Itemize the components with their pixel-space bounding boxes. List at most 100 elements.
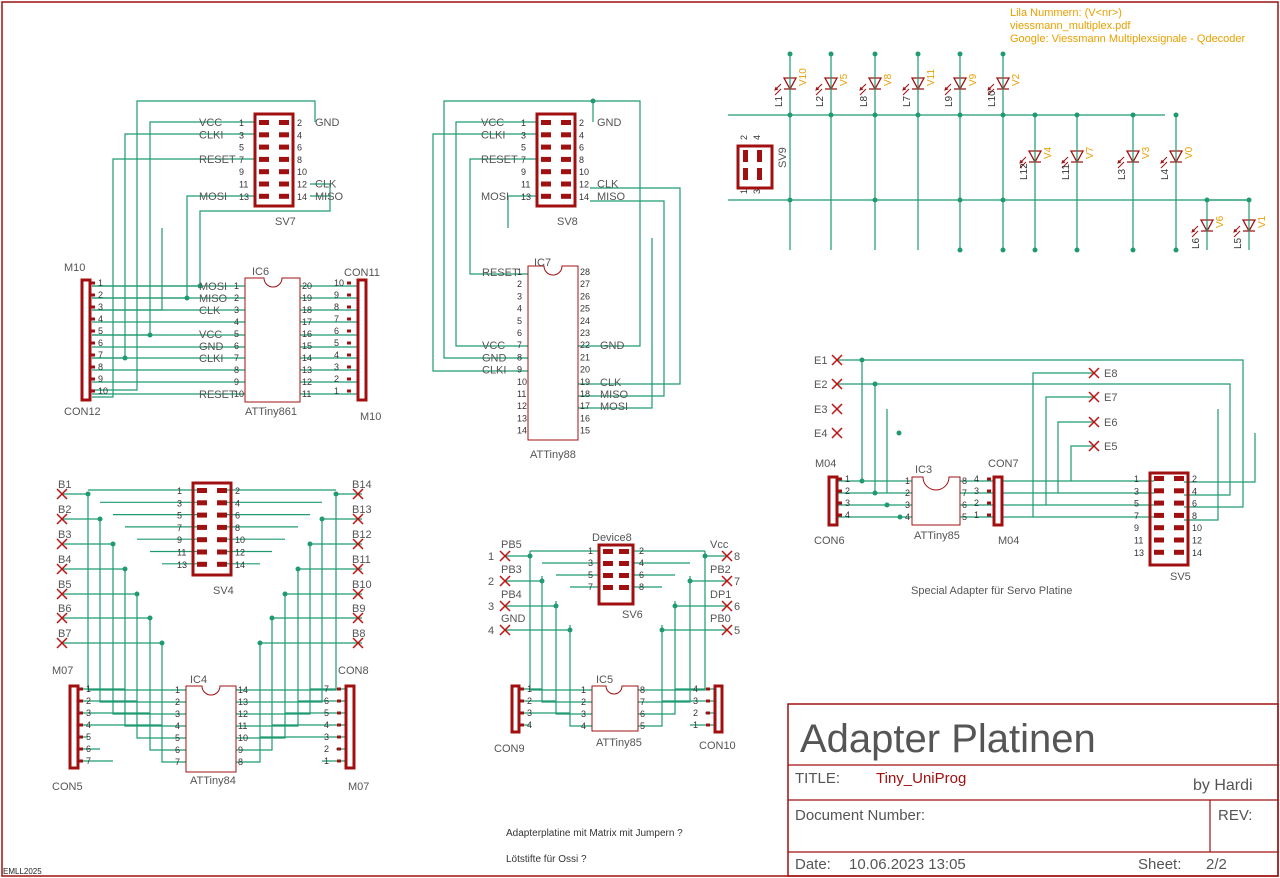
- pin-bar: [520, 723, 524, 727]
- pin-bar: [79, 735, 83, 739]
- con5-top: M07: [52, 665, 73, 677]
- junction-dot: [282, 591, 288, 597]
- pin-number: 19: [580, 377, 590, 387]
- pin-bar: [706, 687, 710, 691]
- signal-label: GND: [315, 117, 340, 129]
- junction-dot: [319, 516, 325, 522]
- pin-number: 4: [693, 684, 698, 694]
- pin-bar: [279, 132, 289, 138]
- pin-bar: [561, 156, 571, 162]
- signal-label: GND: [199, 341, 224, 353]
- servo-block: M04 CON6 CON7 M04 IC3 ATTiny85 SV5 12344…: [814, 354, 1256, 583]
- junction-dot: [307, 541, 313, 547]
- pin-bar: [561, 181, 571, 187]
- pin-bar: [541, 120, 551, 125]
- pin-bar: [259, 193, 269, 199]
- pin-number: 5: [962, 512, 967, 522]
- pin-number: 4: [234, 317, 239, 327]
- pin-bar: [279, 156, 289, 162]
- led-value: V3: [1141, 146, 1152, 159]
- con7-name: CON7: [988, 458, 1019, 470]
- led-value: V6: [1215, 215, 1226, 228]
- pin-number: 9: [177, 535, 182, 545]
- pin-number: 1: [239, 118, 244, 128]
- junction-dot: [567, 627, 573, 633]
- pin-number: 2: [845, 486, 850, 496]
- pin-number: 7: [521, 155, 526, 165]
- pin-number: 3: [581, 709, 586, 719]
- net-number: 7: [734, 576, 740, 588]
- pin-number: 5: [234, 329, 239, 339]
- junction-dot: [787, 112, 793, 118]
- con9-body: [510, 684, 521, 734]
- date-value: 10.06.2023 13:05: [849, 856, 966, 873]
- wire: [837, 359, 863, 481]
- pin-bar: [603, 561, 613, 566]
- pin-number: 11: [1134, 536, 1143, 546]
- con11-body: [356, 278, 368, 402]
- pin-number: 13: [517, 413, 527, 423]
- pin-number: 12: [297, 180, 307, 190]
- bus-label: B7: [58, 628, 71, 640]
- con6-body: [827, 475, 839, 527]
- signal-label: CLK: [597, 179, 619, 191]
- led-value: V1: [1257, 215, 1268, 228]
- pin-number: 6: [962, 500, 967, 510]
- pin-bar: [1174, 512, 1184, 518]
- pin-bar: [1154, 488, 1164, 494]
- junction-dot: [553, 603, 559, 609]
- con8-body: [344, 684, 356, 770]
- pin-number: 2: [693, 708, 698, 718]
- pin-bar: [520, 699, 524, 703]
- no-connect-mark: [56, 563, 68, 575]
- led-label: L10: [987, 90, 998, 107]
- pin-bar: [541, 144, 551, 150]
- pin-bar: [619, 573, 629, 578]
- pin-number: 4: [905, 512, 910, 522]
- pin-number: 1: [588, 546, 593, 556]
- pin-number: 7: [234, 353, 239, 363]
- pin-number: 1: [693, 720, 698, 730]
- title-label: TITLE:: [795, 770, 840, 787]
- pin-bar: [1174, 549, 1184, 555]
- pin-number: 8: [334, 302, 339, 312]
- sv5-header: [1148, 471, 1190, 567]
- pin-number: 6: [639, 570, 644, 580]
- pin-number: 2: [234, 293, 239, 303]
- pin-number: 4: [324, 720, 329, 730]
- led-label: L5: [1233, 237, 1244, 249]
- pin-number: 1: [845, 474, 850, 484]
- pin-number: 6: [98, 338, 103, 348]
- con8-name: CON8: [338, 665, 369, 677]
- pin-number: 17: [302, 317, 312, 327]
- pin-number: 1: [324, 756, 329, 766]
- pin-bar: [279, 169, 289, 175]
- led-value: V9: [968, 73, 979, 86]
- signal-label: MOSI: [199, 281, 227, 293]
- pin-number: 4: [175, 721, 180, 731]
- led-label: L9: [944, 95, 955, 107]
- pin-bar: [79, 723, 83, 727]
- pin-number: 10: [517, 377, 527, 387]
- pin-number: 12: [235, 548, 245, 558]
- signal-label: VCC: [199, 329, 222, 341]
- junction-dot: [1000, 247, 1006, 253]
- pin-bar: [337, 723, 341, 727]
- bus-label: B4: [58, 554, 71, 566]
- pin-number: 2: [974, 498, 979, 508]
- pin-bar: [91, 377, 95, 381]
- junction-dot: [659, 627, 665, 633]
- ic5-body: [591, 685, 639, 732]
- wire: [638, 601, 676, 715]
- led-arrow-icon: [1019, 156, 1027, 169]
- junction-dot: [672, 603, 678, 609]
- led-arrow-icon: [859, 83, 867, 96]
- led-label: L7: [902, 95, 913, 107]
- wire: [455, 121, 537, 347]
- pin-number: 8: [640, 685, 645, 695]
- pin-bar: [1154, 549, 1164, 555]
- no-connect-mark: [56, 538, 68, 550]
- net-number: 6: [734, 601, 740, 613]
- signal-label: CLKI: [482, 365, 506, 377]
- signal-label: CLKI: [481, 129, 505, 141]
